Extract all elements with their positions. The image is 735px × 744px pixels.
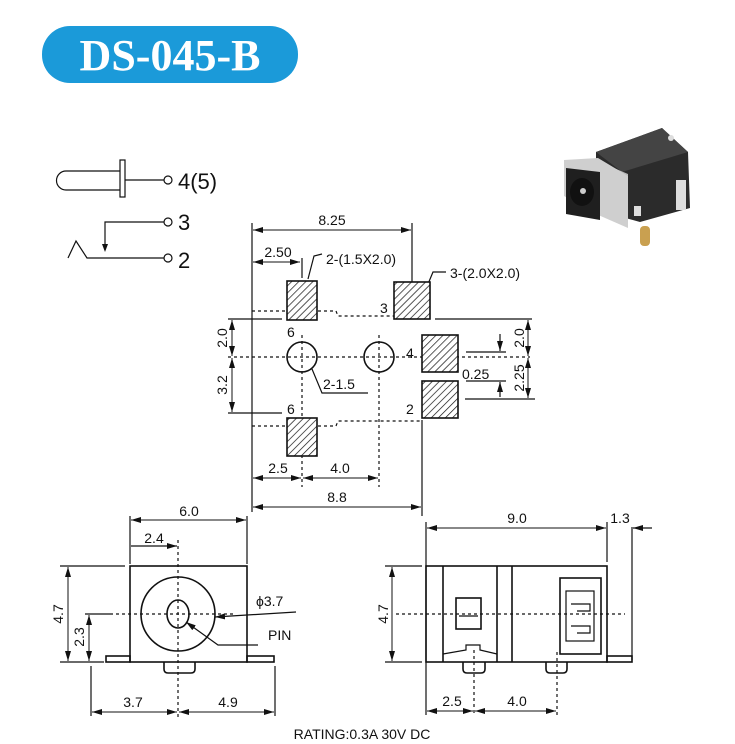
rating-text: RATING:0.3A 30V DC <box>294 726 431 742</box>
pad-label-4: 4 <box>406 345 414 361</box>
dim-0-25: 0.25 <box>462 366 489 382</box>
dim-side-2-5: 2.5 <box>442 693 462 709</box>
dim-right-2-25: 2.25 <box>511 364 527 391</box>
pad-4 <box>421 334 459 373</box>
pin-label-3: 3 <box>178 210 190 235</box>
diameter-label: ϕ3.7 <box>256 593 284 609</box>
pin-label: PIN <box>268 627 291 643</box>
pad-label-2: 2 <box>406 401 414 417</box>
dim-1-3: 1.3 <box>610 510 630 526</box>
pad-small-bottom <box>286 417 318 457</box>
front-view: 6.0 2.4 4.7 2.3 ϕ3.7 PIN 3.7 4.9 <box>50 503 297 718</box>
pad-label-6-bottom: 6 <box>287 401 295 417</box>
pad-label-6-top: 6 <box>287 324 295 340</box>
dim-3-7: 3.7 <box>123 694 143 710</box>
dim-4-9: 4.9 <box>218 694 238 710</box>
dim-8-8: 8.8 <box>327 489 347 505</box>
pin-schematic: 4(5) 3 2 <box>55 159 217 273</box>
title-badge: DS-045-B <box>42 26 298 83</box>
dim-bottom-4-0: 4.0 <box>330 460 350 476</box>
dim-left-2-0: 2.0 <box>214 328 230 348</box>
product-photo <box>564 128 690 246</box>
dim-side-4-0: 4.0 <box>507 693 527 709</box>
dim-right-2-0: 2.0 <box>511 328 527 348</box>
pad-3 <box>393 281 431 320</box>
dim-bottom-2-5: 2.5 <box>268 460 288 476</box>
dim-side-4-7: 4.7 <box>375 604 391 624</box>
pin-label-4-5: 4(5) <box>178 169 217 194</box>
dim-6-0: 6.0 <box>179 503 199 519</box>
dim-2-4: 2.4 <box>144 530 164 546</box>
hole-left <box>286 341 318 373</box>
hole-note: 2-1.5 <box>323 376 355 392</box>
model-title: DS-045-B <box>80 31 261 80</box>
pcb-footprint: 8.25 2.50 2-(1.5X2.0) 3-(2.0X2.0) 3 6 6 … <box>214 212 535 516</box>
pin-label-2: 2 <box>178 248 190 273</box>
small-pad-note: 2-(1.5X2.0) <box>326 251 396 267</box>
dim-2-3: 2.3 <box>71 627 87 647</box>
pad-2 <box>421 380 459 419</box>
hole-right <box>363 341 395 373</box>
side-view: 9.0 1.3 4.7 2.5 4.0 <box>375 510 652 715</box>
dim-2-50: 2.50 <box>264 244 291 260</box>
pad-small-top <box>286 280 318 321</box>
dim-9-0: 9.0 <box>507 510 527 526</box>
dim-front-4-7: 4.7 <box>50 604 66 624</box>
large-pad-note: 3-(2.0X2.0) <box>450 265 520 281</box>
dim-left-3-2: 3.2 <box>214 375 230 395</box>
pad-label-3: 3 <box>380 300 388 316</box>
dim-8-25: 8.25 <box>318 212 345 228</box>
